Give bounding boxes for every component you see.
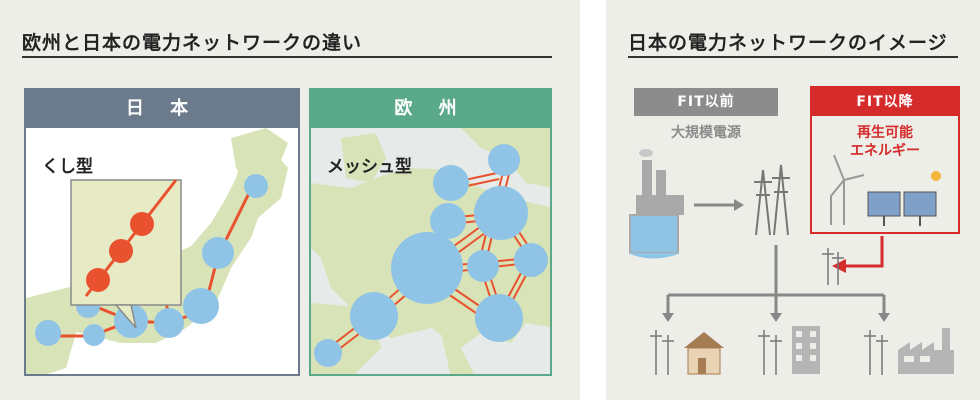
node-west bbox=[350, 292, 398, 340]
node-hokkaido bbox=[244, 174, 268, 198]
renewable-connection-line bbox=[846, 236, 884, 268]
node-germany bbox=[474, 186, 528, 240]
japan-box: 日 本 くし型 bbox=[24, 88, 300, 376]
solar-panel-icon bbox=[867, 171, 941, 226]
transmission-tower-icon bbox=[754, 164, 790, 236]
node-east bbox=[514, 243, 548, 277]
power-plant-icon bbox=[629, 149, 684, 259]
node-benelux bbox=[430, 203, 466, 239]
right-panel-title: 日本の電力ネットワークのイメージ bbox=[628, 32, 948, 54]
uk-land bbox=[341, 133, 386, 183]
renewable-box bbox=[810, 86, 960, 234]
japan-header: 日 本 bbox=[26, 90, 298, 128]
factory-icon bbox=[898, 328, 954, 374]
europe-box: 欧 州 bbox=[309, 88, 552, 376]
sun-icon bbox=[931, 171, 941, 181]
node-nordic bbox=[488, 144, 520, 176]
after-fit-tag: FIT以降 bbox=[812, 88, 958, 116]
zoom-callout-pointer bbox=[114, 304, 137, 329]
grid-diagram bbox=[629, 149, 954, 375]
europe-header: 欧 州 bbox=[311, 90, 550, 128]
house-icon bbox=[684, 332, 724, 375]
utility-pole-icon bbox=[822, 248, 844, 285]
arrow-left-icon bbox=[832, 259, 846, 273]
left-panel: 欧州と日本の電力ネットワークの違い 日 本 bbox=[0, 0, 580, 400]
node-uk bbox=[433, 165, 469, 201]
japan-map bbox=[26, 128, 288, 374]
node-central bbox=[467, 250, 499, 282]
building-icon bbox=[792, 326, 820, 374]
europe-type-label: メッシュ型 bbox=[327, 157, 412, 177]
utility-pole-right-icon bbox=[864, 330, 888, 375]
arrow-down-icon-3 bbox=[878, 313, 890, 322]
node-south bbox=[475, 294, 523, 342]
europe-map bbox=[311, 128, 550, 374]
renewable-label-line2: エネルギー bbox=[850, 143, 920, 159]
zoom-node-3 bbox=[130, 212, 154, 236]
large-scale-power-label: 大規模電源 bbox=[671, 125, 741, 141]
left-title-rule bbox=[22, 56, 552, 58]
zoom-node-1 bbox=[86, 268, 110, 292]
right-panel: 日本の電力ネットワークのイメージ FIT以前 大規模電源 FIT以降 再生可能 … bbox=[606, 0, 980, 400]
right-title-rule bbox=[628, 56, 958, 58]
arrow-down-icon bbox=[662, 313, 674, 322]
wind-turbine-icon bbox=[830, 154, 865, 225]
before-fit-tag: FIT以前 bbox=[634, 88, 778, 116]
node-kyushu bbox=[35, 320, 61, 346]
renewable-label-line1: 再生可能 bbox=[857, 125, 913, 141]
utility-pole-left-icon bbox=[650, 330, 674, 375]
japan-type-label: くし型 bbox=[42, 157, 93, 177]
utility-pole-center-icon bbox=[758, 330, 782, 375]
italy-land bbox=[441, 333, 474, 374]
node-france bbox=[391, 232, 463, 304]
zoom-node-2 bbox=[109, 239, 133, 263]
left-panel-title: 欧州と日本の電力ネットワークの違い bbox=[22, 32, 363, 54]
node-shikoku bbox=[83, 324, 105, 346]
node-tohoku bbox=[202, 237, 234, 269]
arrow-down-icon-2 bbox=[770, 313, 782, 322]
node-spain bbox=[314, 339, 342, 367]
arrow-right-icon bbox=[734, 199, 744, 211]
node-chubu bbox=[154, 308, 184, 338]
node-tokyo bbox=[183, 288, 219, 324]
hokkaido-land bbox=[231, 128, 288, 183]
